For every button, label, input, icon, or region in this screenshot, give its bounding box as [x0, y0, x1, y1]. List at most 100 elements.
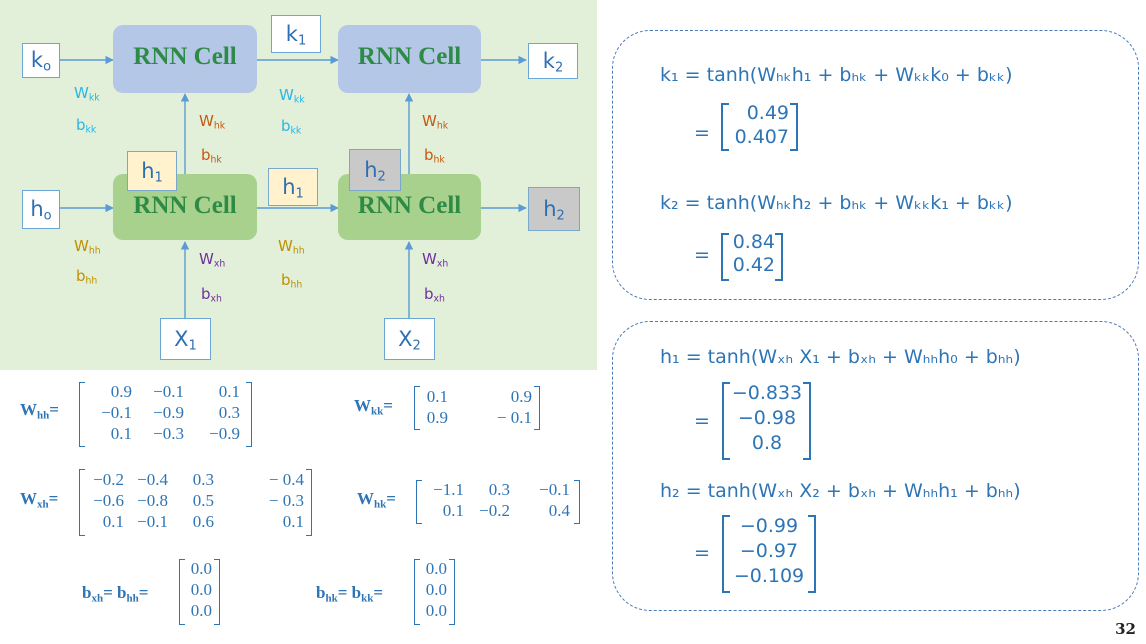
h1-value-1: −0.833 — [731, 382, 803, 404]
w-xh-label-2: Wxh — [422, 250, 449, 270]
h1-vector: −0.833 −0.98 0.8 — [729, 381, 805, 456]
matrix-w-kk-left-bracket — [414, 386, 420, 430]
w-hh-label-1: Whh — [74, 237, 101, 257]
matrix-cell: −0.1 — [153, 382, 184, 401]
h2-left-bracket — [722, 515, 730, 593]
h1-left-bracket — [722, 382, 730, 460]
matrix-cell: −0.3 — [153, 424, 184, 443]
matrix-cell: −0.1 — [539, 480, 570, 499]
vector-b-hk-kk-right-bracket — [449, 559, 455, 625]
matrix-w-hk-name: Whk= — [357, 489, 396, 511]
matrix-cell: −0.8 — [137, 491, 168, 510]
h2-equation: h₂ = tanh(Wₓₕ X₂ + bₓₕ + Wₕₕh₁ + bₕₕ) — [660, 480, 1021, 502]
w-hk-label-1: Whk — [199, 112, 226, 132]
b-hh-label-1: bhh — [76, 267, 98, 287]
matrix-cell: 0.1 — [442, 501, 464, 520]
matrix-w-hk-left-bracket — [416, 480, 422, 524]
matrix-cell: 0.1 — [426, 387, 448, 406]
w-hh-label-2: Whh — [278, 237, 305, 257]
matrix-w-hh-left-bracket — [79, 382, 85, 447]
matrix-row: 0.1 0.9 — [422, 386, 532, 407]
vector-b-hk-kk-grid: 0.0 0.0 0.0 — [421, 558, 447, 621]
diagram-arrows — [60, 55, 527, 318]
h2-right-bracket — [808, 515, 816, 593]
vector-b-hk-kk-left-bracket — [414, 559, 420, 625]
matrix-cell: 0.1 — [110, 424, 132, 443]
matrix-w-hh-name: Whh= — [20, 400, 59, 422]
matrix-w-xh-name: Wxh= — [20, 489, 59, 511]
matrix-cell: − 0.4 — [268, 470, 304, 489]
matrix-cell: 0.9 — [110, 382, 132, 401]
w-kk-label-2: Wkk — [279, 86, 305, 106]
k2-left-bracket — [721, 233, 729, 281]
matrix-cell: 0.1 — [282, 512, 304, 531]
k1-box: k1 — [271, 15, 321, 53]
h2-value-1: −0.99 — [739, 515, 799, 537]
matrix-cell: 0.1 — [102, 512, 124, 531]
k2-vector: 0.84 0.42 — [729, 231, 775, 277]
k2-value-2: 0.42 — [732, 254, 775, 276]
vector-b-xh-hh-grid: 0.0 0.0 0.0 — [186, 558, 212, 621]
k2-equals: = — [694, 244, 710, 266]
h2-vector: −0.99 −0.97 −0.109 — [729, 514, 809, 589]
matrix-cell: 0.0 — [190, 559, 212, 578]
matrix-cell: 0.9 — [510, 387, 532, 406]
k2-equation: k₂ = tanh(Wₕₖh₂ + bₕₖ + Wₖₖk₁ + bₖₖ) — [660, 192, 1013, 214]
vector-b-xh-hh-name: bxh= bhh= — [82, 583, 149, 605]
b-xh-label-1: bxh — [201, 285, 222, 305]
k2-value-1: 0.84 — [732, 231, 775, 253]
page-number: 32 — [1115, 620, 1136, 638]
matrix-row: 0.0 — [186, 600, 212, 621]
matrix-row: 0.9− 0.1 — [422, 407, 532, 428]
matrix-w-hk-right-bracket — [574, 480, 580, 524]
rnn-cell-bottom-2: RNN Cell — [338, 174, 481, 240]
h2-value-3: −0.109 — [733, 565, 805, 587]
k1-right-bracket — [790, 103, 798, 151]
matrix-cell: 0.0 — [425, 559, 447, 578]
matrix-row: 0.0 — [421, 558, 447, 579]
matrix-cell: 0.0 — [190, 601, 212, 620]
matrix-cell: 0.5 — [192, 491, 214, 510]
rnn-cell-top-2: RNN Cell — [338, 25, 481, 93]
k2-right-bracket — [775, 233, 783, 281]
matrix-cell: 0.6 — [192, 512, 214, 531]
h1-right-bracket — [803, 382, 811, 460]
matrix-w-kk-right-bracket — [534, 386, 540, 430]
matrix-row: 0.0 — [186, 579, 212, 600]
x1-box: X1 — [160, 318, 211, 360]
matrix-w-xh-left-bracket — [79, 469, 85, 536]
k1-equation: k₁ = tanh(Wₕₖh₁ + bₕₖ + Wₖₖk₀ + bₖₖ) — [660, 64, 1013, 86]
matrix-cell: 0.3 — [192, 470, 214, 489]
matrix-w-xh-right-bracket — [306, 469, 312, 536]
matrix-w-kk-name: Wkk= — [354, 396, 393, 418]
k1-value-1: 0.49 — [746, 102, 789, 124]
b-kk-label-1: bkk — [76, 116, 97, 136]
matrix-row: 0.9 −0.1 0.1 — [86, 381, 240, 402]
matrix-cell: −0.9 — [209, 424, 240, 443]
h2-box-output: h2 — [528, 187, 580, 231]
k1-equals: = — [694, 122, 710, 144]
b-hk-label-2: bhk — [424, 146, 445, 166]
matrix-cell: − 0.1 — [496, 408, 532, 427]
vector-b-xh-hh-right-bracket — [214, 559, 220, 625]
h-equations-panel — [612, 321, 1139, 611]
w-xh-label-1: Wxh — [199, 250, 226, 270]
vector-b-xh-hh-left-bracket — [179, 559, 185, 625]
w-kk-label-1: Wkk — [74, 84, 100, 104]
matrix-cell: 0.0 — [425, 601, 447, 620]
matrix-cell: 0.1 — [218, 382, 240, 401]
k2-box: k2 — [528, 43, 578, 79]
matrix-row: 0.0 — [421, 579, 447, 600]
h1-box-cell: h1 — [127, 151, 177, 191]
matrix-cell: 0.0 — [425, 580, 447, 599]
matrix-cell: −0.1 — [101, 403, 132, 422]
k1-left-bracket — [721, 103, 729, 151]
matrix-cell: 0.0 — [190, 580, 212, 599]
